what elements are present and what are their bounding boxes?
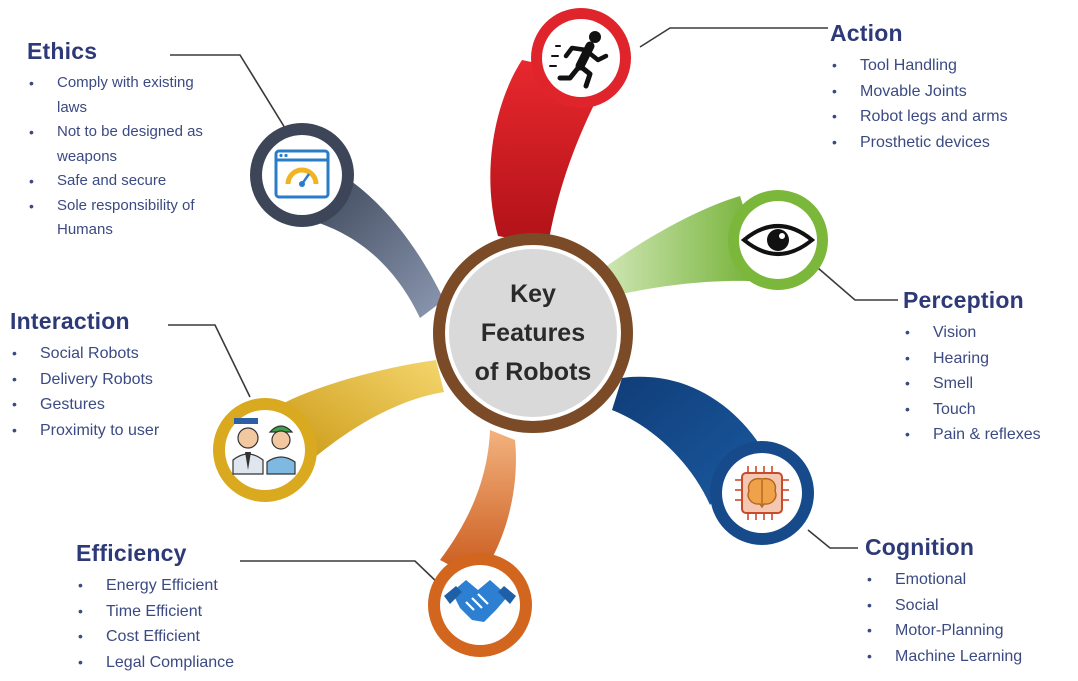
center-hub: Key Features of Robots: [433, 233, 633, 433]
list-item: Energy Efficient: [76, 573, 306, 599]
leader-line-efficiency: [240, 560, 441, 586]
feature-block-action: Action Tool Handling Movable Joints Robo…: [830, 20, 1070, 155]
petal-efficiency: [440, 430, 516, 580]
eye-icon: [740, 224, 816, 256]
feature-title-interaction: Interaction: [10, 308, 130, 334]
leader-line-perception: [817, 267, 898, 301]
list-item: Tool Handling: [830, 53, 1070, 79]
list-item: Touch: [903, 397, 1073, 423]
feature-list-action: Tool Handling Movable Joints Robot legs …: [830, 53, 1070, 155]
feature-list-interaction: Social Robots Delivery Robots Gestures P…: [10, 341, 220, 443]
leader-line-interaction: [168, 324, 251, 398]
list-item: Comply with existing laws: [27, 71, 227, 120]
list-item: Delivery Robots: [10, 367, 220, 393]
list-item: Machine Learning: [865, 644, 1070, 670]
list-item: Social Robots: [10, 341, 220, 367]
list-item: Legal Compliance: [76, 650, 306, 676]
leader-line-ethics: [170, 54, 286, 129]
list-item: Motor-Planning: [865, 618, 1070, 644]
node-interaction: [213, 398, 317, 502]
list-item: Safe and secure: [27, 169, 227, 194]
list-item: Cost Efficient: [76, 624, 306, 650]
petal-perception: [604, 196, 768, 295]
petal-interaction: [280, 360, 444, 470]
center-title-line-2: Features: [481, 319, 585, 347]
list-item: Movable Joints: [830, 79, 1070, 105]
feature-title-ethics: Ethics: [27, 38, 98, 64]
center-title-line-1: Key: [510, 280, 556, 308]
list-item: Social: [865, 593, 1070, 619]
brain-chip-icon: [735, 466, 789, 520]
list-item: Not to be designed as weapons: [27, 120, 227, 169]
list-item: Gestures: [10, 392, 220, 418]
list-item: Time Efficient: [76, 599, 306, 625]
node-ethics: [250, 123, 354, 227]
feature-title-efficiency: Efficiency: [76, 540, 187, 566]
feature-block-efficiency: Efficiency Energy Efficient Time Efficie…: [76, 540, 306, 675]
list-item: Pain & reflexes: [903, 422, 1073, 448]
list-item: Smell: [903, 371, 1073, 397]
running-person-icon: [549, 31, 609, 89]
list-item: Emotional: [865, 567, 1070, 593]
feature-title-action: Action: [830, 20, 903, 46]
feature-list-cognition: Emotional Social Motor-Planning Machine …: [865, 567, 1070, 669]
node-perception: [728, 190, 828, 290]
feature-block-perception: Perception Vision Hearing Smell Touch Pa…: [903, 287, 1073, 448]
handshake-icon: [444, 580, 516, 622]
feature-block-ethics: Ethics Comply with existing laws Not to …: [27, 38, 227, 243]
list-item: Robot legs and arms: [830, 104, 1070, 130]
feature-block-interaction: Interaction Social Robots Delivery Robot…: [10, 308, 220, 443]
feature-title-perception: Perception: [903, 287, 1024, 313]
node-action: [531, 8, 631, 108]
leader-line-action: [639, 27, 828, 48]
list-item: Vision: [903, 320, 1073, 346]
leader-line-cognition: [807, 529, 858, 549]
node-efficiency: [428, 553, 532, 657]
list-item: Proximity to user: [10, 418, 220, 444]
feature-list-perception: Vision Hearing Smell Touch Pain & reflex…: [903, 320, 1073, 448]
feature-list-ethics: Comply with existing laws Not to be desi…: [27, 71, 227, 243]
list-item: Prosthetic devices: [830, 130, 1070, 156]
list-item: Hearing: [903, 346, 1073, 372]
gauge-window-icon: [274, 149, 330, 199]
people-icon: [232, 418, 296, 475]
feature-block-cognition: Cognition Emotional Social Motor-Plannin…: [865, 534, 1070, 669]
list-item: Sole responsibility of Humans: [27, 194, 227, 243]
feature-list-efficiency: Energy Efficient Time Efficient Cost Eff…: [76, 573, 306, 675]
feature-title-cognition: Cognition: [865, 534, 975, 560]
center-title-line-3: of Robots: [475, 358, 592, 386]
node-cognition: [710, 441, 814, 545]
